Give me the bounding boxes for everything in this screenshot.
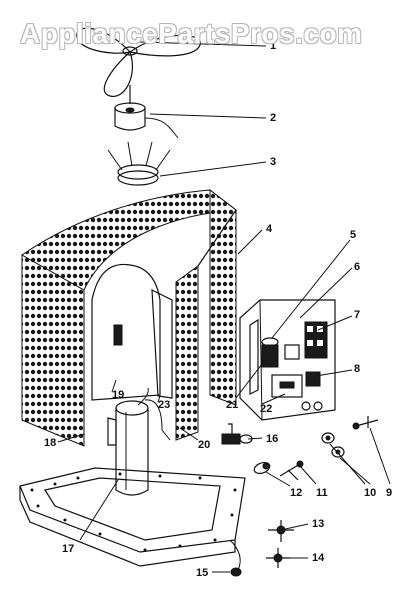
service-valve — [221, 423, 253, 445]
compressor — [107, 387, 171, 496]
callout-16: 16 — [266, 433, 278, 445]
callout-3: 3 — [270, 156, 276, 168]
callout-14: 14 — [312, 552, 325, 564]
callout-4: 4 — [266, 223, 273, 235]
sensor-15 — [229, 539, 242, 577]
fitting-9 — [352, 416, 379, 430]
callout-17: 17 — [62, 543, 74, 555]
callout-15: 15 — [196, 567, 208, 579]
callout-5: 5 — [350, 229, 356, 241]
callout-2: 2 — [270, 112, 276, 124]
callout-6: 6 — [354, 261, 360, 273]
fitting-11 — [279, 460, 304, 481]
callout-11: 11 — [316, 487, 328, 499]
fitting-13 — [268, 520, 294, 542]
callout-9: 9 — [386, 487, 392, 499]
callout-22: 22 — [260, 403, 272, 415]
control-box — [239, 299, 336, 421]
fan-motor — [114, 85, 179, 139]
condenser-coil — [21, 188, 238, 447]
base-pan — [19, 467, 246, 567]
valve-caps-10 — [321, 432, 345, 458]
callout-20: 20 — [198, 439, 210, 451]
callout-10: 10 — [364, 487, 376, 499]
callout-1: 1 — [270, 40, 276, 52]
callout-12: 12 — [290, 487, 302, 499]
watermark: AppliancePartsPros.com — [20, 18, 363, 49]
fan-blade — [76, 27, 201, 97]
valve-cap-12 — [253, 461, 271, 475]
callout-13: 13 — [312, 518, 324, 530]
motor-mount — [107, 141, 171, 186]
contactor — [304, 321, 328, 359]
capacitor — [261, 337, 279, 368]
callout-8: 8 — [354, 363, 360, 375]
callout-19: 19 — [112, 389, 124, 401]
leader-lines — [57, 41, 391, 573]
callout-7: 7 — [354, 309, 360, 321]
callout-labels: 1 2 3 4 5 6 7 8 9 10 11 12 13 14 15 16 1… — [44, 40, 392, 579]
fitting-14 — [266, 548, 290, 568]
callout-18: 18 — [44, 437, 56, 449]
baffle-panel — [91, 263, 173, 401]
callout-23: 23 — [158, 399, 170, 411]
callout-21: 21 — [226, 399, 238, 411]
